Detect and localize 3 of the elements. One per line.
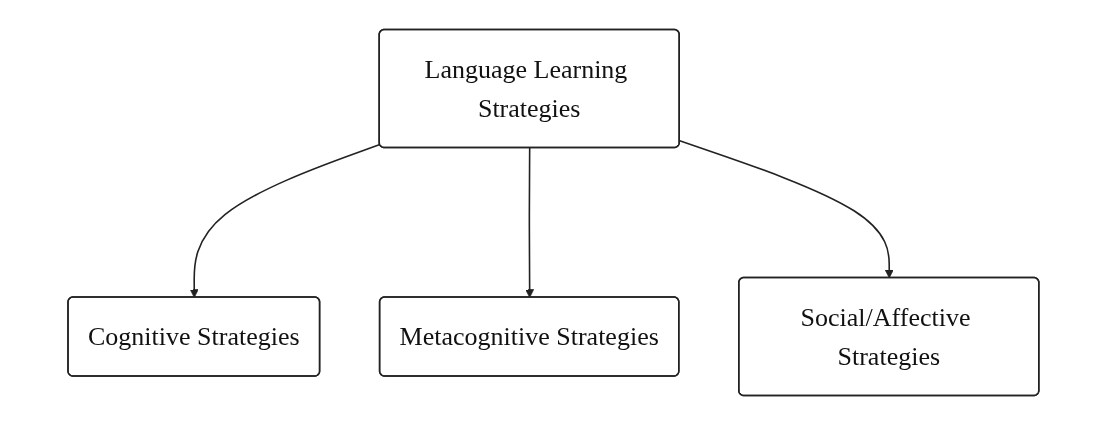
arrow: [679, 139, 894, 279]
arrow: [189, 143, 381, 298]
arrow: [525, 147, 535, 298]
